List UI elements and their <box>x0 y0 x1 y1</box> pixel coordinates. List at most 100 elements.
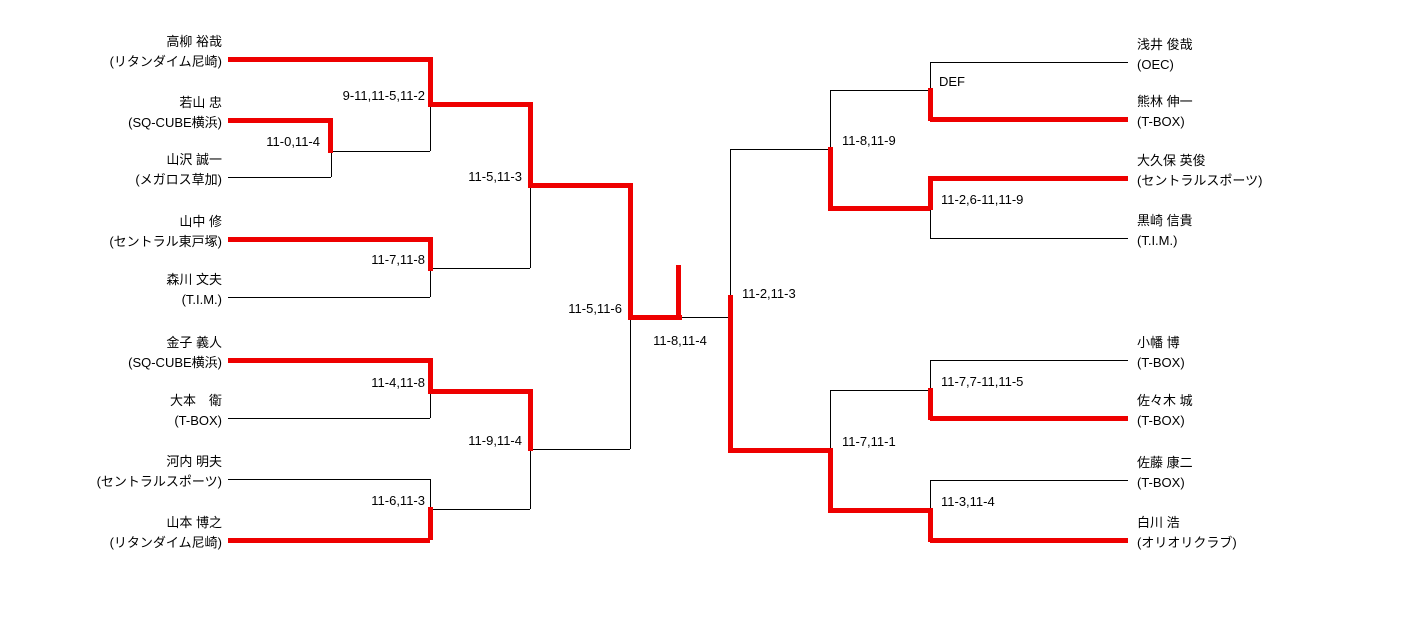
championship-score: 11-8,11-4 <box>653 333 707 348</box>
player-block: 小幡 博 (T-BOX) <box>1137 333 1185 373</box>
bracket-line <box>228 418 430 419</box>
bracket-line <box>830 90 831 149</box>
bracket-line <box>430 268 431 297</box>
bracket-line <box>630 317 631 449</box>
player-club: (リタンダイム尼崎) <box>109 54 222 69</box>
match-score: 11-2,11-3 <box>742 286 796 301</box>
player-name: 黒崎 信貴 <box>1137 213 1193 228</box>
winner-line <box>728 295 733 450</box>
player-block: 山本 博之 (リタンダイム尼崎) <box>110 513 222 553</box>
winner-line <box>228 57 430 62</box>
player-club: (T.I.M.) <box>181 292 222 307</box>
winner-line <box>828 147 833 208</box>
winner-line <box>930 176 1128 181</box>
bracket-line <box>830 390 930 391</box>
player-name: 大久保 英俊 <box>1137 153 1206 168</box>
match-score: 11-5,11-6 <box>568 301 622 316</box>
winner-line <box>628 183 633 319</box>
bracket-line <box>530 449 630 450</box>
bracket-line <box>930 480 1128 481</box>
match-score: 9-11,11-5,11-2 <box>342 88 425 103</box>
bracket-line <box>930 238 1128 239</box>
bracket-line <box>730 149 731 295</box>
winner-line <box>828 448 833 510</box>
player-block: 山中 修 (セントラル東戸塚) <box>109 212 222 252</box>
player-name: 大本 衛 <box>169 393 222 408</box>
match-score: DEF <box>939 74 965 89</box>
bracket-line <box>930 62 931 90</box>
match-score: 11-2,6-11,11-9 <box>941 192 1024 207</box>
player-name: 白川 浩 <box>1137 515 1180 530</box>
player-block: 浅井 俊哉 (OEC) <box>1137 35 1193 75</box>
player-name: 小幡 博 <box>1137 335 1180 350</box>
winner-line <box>428 389 532 394</box>
winner-line <box>428 102 532 107</box>
bracket-line <box>228 479 430 480</box>
match-score: 11-8,11-9 <box>842 133 896 148</box>
player-club: (リタンダイム尼崎) <box>109 535 222 550</box>
winner-line <box>228 538 430 543</box>
player-name: 佐々木 城 <box>1137 393 1193 408</box>
bracket-line <box>228 297 430 298</box>
player-name: 森川 文夫 <box>166 272 222 287</box>
winner-line <box>528 183 632 188</box>
player-name: 佐藤 康二 <box>1137 455 1193 470</box>
player-club: (SQ-CUBE横浜) <box>128 355 222 370</box>
winner-line <box>428 57 433 106</box>
winner-line <box>428 358 433 393</box>
player-club: (オリオリクラブ) <box>1137 535 1237 550</box>
bracket-line <box>430 104 431 151</box>
bracket-line <box>430 479 431 509</box>
match-score: 11-4,11-8 <box>371 375 425 390</box>
player-club: (T.I.M.) <box>1137 233 1178 248</box>
player-block: 森川 文夫 (T.I.M.) <box>166 270 222 310</box>
bracket-line <box>830 90 930 91</box>
bracket-line <box>930 208 931 238</box>
player-club: (セントラルスポーツ) <box>96 474 222 489</box>
winner-line <box>328 118 333 153</box>
winner-line <box>828 206 930 211</box>
player-name: 河内 明夫 <box>166 454 222 469</box>
bracket-line <box>228 177 331 178</box>
player-block: 金子 義人 (SQ-CUBE横浜) <box>128 333 222 373</box>
winner-line <box>928 388 933 420</box>
winner-line <box>928 88 933 121</box>
match-score: 11-7,11-1 <box>842 434 896 449</box>
player-club: (T-BOX) <box>1137 413 1185 428</box>
player-name: 山本 博之 <box>166 515 222 530</box>
player-club: (セントラルスポーツ) <box>1137 173 1263 188</box>
bracket-line <box>331 151 430 152</box>
winner-line <box>930 416 1128 421</box>
player-name: 山沢 誠一 <box>166 152 222 167</box>
bracket-line <box>430 509 530 510</box>
bracket-line <box>430 391 431 418</box>
player-block: 山沢 誠一 (メガロス草加) <box>135 150 222 190</box>
winner-line <box>728 448 830 453</box>
bracket-line <box>430 268 530 269</box>
player-block: 佐藤 康二 (T-BOX) <box>1137 453 1193 493</box>
player-club: (T-BOX) <box>1137 475 1185 490</box>
player-club: (セントラル東戸塚) <box>109 234 222 249</box>
winner-line <box>428 237 433 271</box>
winner-line <box>928 176 933 210</box>
player-block: 大本 衛 (T-BOX) <box>170 391 222 431</box>
player-block: 河内 明夫 (セントラルスポーツ) <box>97 452 222 492</box>
player-block: 黒崎 信貴 (T.I.M.) <box>1137 211 1193 251</box>
player-name: 高柳 裕哉 <box>166 34 222 49</box>
player-club: (SQ-CUBE横浜) <box>128 115 222 130</box>
match-score: 11-0,11-4 <box>266 134 320 149</box>
player-club: (メガロス草加) <box>135 172 222 187</box>
winner-line <box>228 118 333 123</box>
winner-line <box>930 538 1128 543</box>
winner-line <box>928 508 933 542</box>
player-name: 金子 義人 <box>166 335 222 350</box>
player-block: 白川 浩 (オリオリクラブ) <box>1137 513 1237 553</box>
player-club: (OEC) <box>1137 57 1174 72</box>
player-block: 佐々木 城 (T-BOX) <box>1137 391 1193 431</box>
match-score: 11-9,11-4 <box>468 433 522 448</box>
champion-line <box>676 265 681 319</box>
bracket-line <box>930 480 931 510</box>
player-name: 熊林 伸一 <box>1137 94 1193 109</box>
player-block: 若山 忠 (SQ-CUBE横浜) <box>128 93 222 133</box>
